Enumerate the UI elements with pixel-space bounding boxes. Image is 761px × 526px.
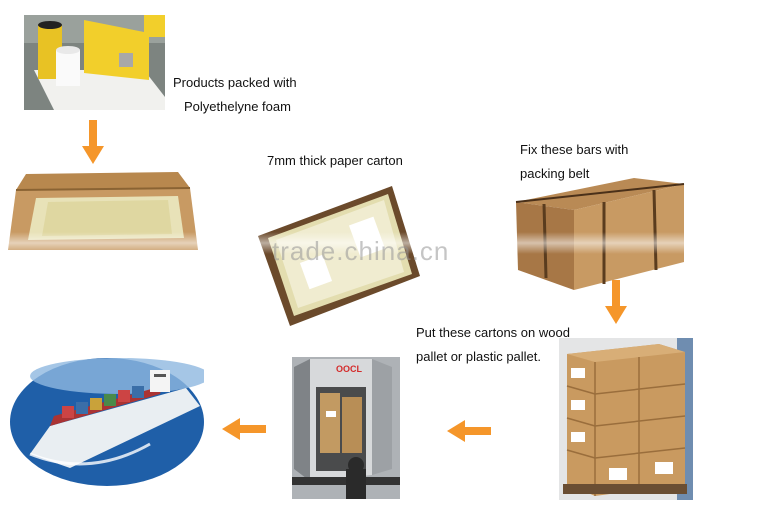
watermark-text: trade.china.cn [272, 236, 450, 266]
photo-container-loading: OOCL [292, 357, 400, 499]
photo-container-ship [10, 358, 204, 486]
caption-step3-line1: Fix these bars with [520, 142, 629, 157]
photo-product-foam [24, 15, 165, 110]
photo-cartons-on-pallet [559, 338, 693, 500]
caption-step3-line2: packing belt [520, 166, 590, 181]
arrow-down-icon [605, 280, 627, 324]
arrow-left-icon [222, 418, 266, 440]
caption-step1-line2: Polyethelyne foam [184, 99, 291, 114]
arrow-down-icon [82, 120, 104, 164]
caption-step2: 7mm thick paper carton [267, 153, 403, 168]
caption-step4-line2: pallet or plastic pallet. [416, 349, 542, 364]
caption-step4-line1: Put these cartons on wood [416, 325, 570, 340]
watermark-band [0, 232, 761, 254]
caption-step1-line1: Products packed with [173, 75, 297, 90]
container-label: OOCL [336, 364, 362, 374]
arrow-left-icon [447, 420, 491, 442]
